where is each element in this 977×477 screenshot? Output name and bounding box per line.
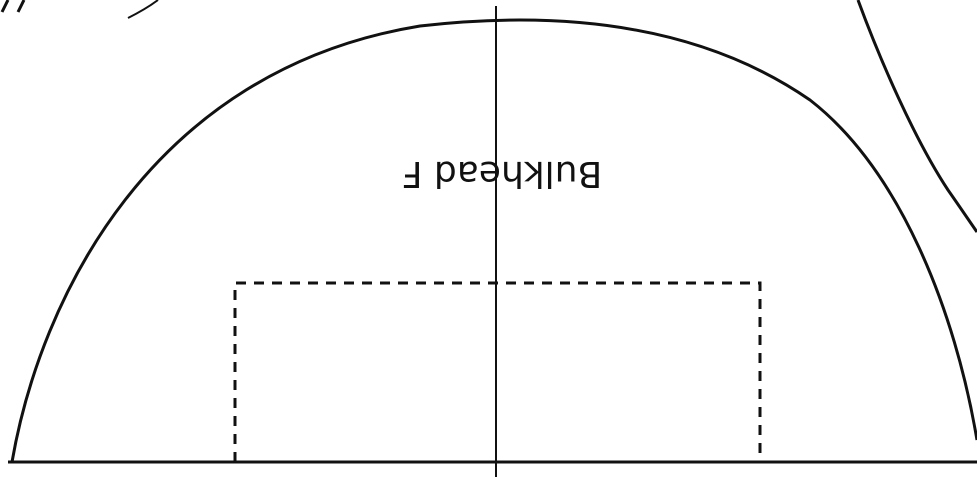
cutout-dashed-outline xyxy=(233,281,762,462)
adjacent-part-stroke-top-left-2 xyxy=(16,0,26,13)
adjacent-part-curve-right xyxy=(856,0,977,233)
adjacent-part-stroke-top-left-1 xyxy=(0,0,10,13)
bulkhead-outline xyxy=(10,18,977,463)
adjacent-part-stroke-top-left-3 xyxy=(127,0,159,19)
bulkhead-label: Bulkhead F xyxy=(402,153,602,194)
